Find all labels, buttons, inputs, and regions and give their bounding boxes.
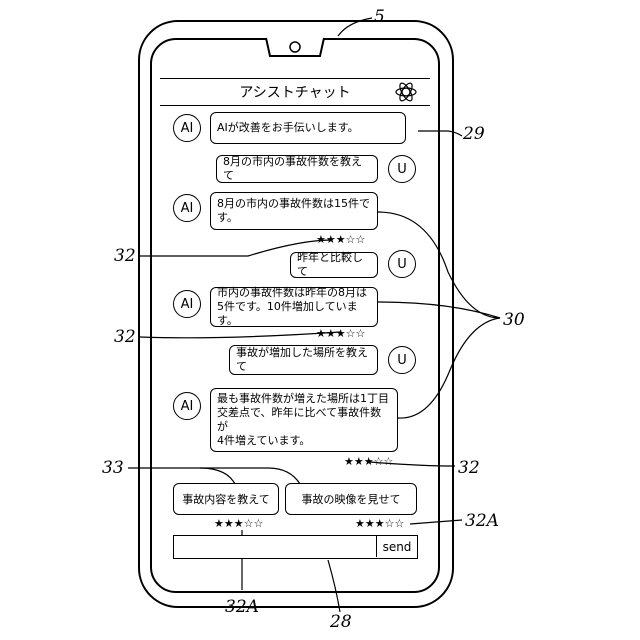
ai-avatar: AI [173,114,201,142]
ref-label-rating: 32 [114,327,136,347]
suggestion-rating-stars[interactable]: ★★★☆☆ [355,517,404,530]
ref-label-responses: 30 [503,310,525,330]
user-message: 昨年と比較して [290,252,378,278]
suggestion-label: 事故の映像を見せて [302,491,401,507]
user-message: 8月の市内の事故件数を教えて [216,155,378,183]
ref-label-device: 5 [374,7,385,27]
ref-label-rating: 32 [458,458,480,478]
notch [262,36,328,62]
message-text: 事故が増加した場所を教えて [236,346,371,374]
ref-label-rating: 32 [114,246,136,266]
message-input-field[interactable] [174,536,376,557]
message-line: 5件です。10件増加しています。 [217,300,371,328]
message-text: 8月の市内の事故件数は15件です。 [217,197,371,225]
ref-label-input-area: 28 [330,612,352,632]
suggestion-button[interactable]: 事故の映像を見せて [285,483,417,515]
ai-message: AIが改善をお手伝いします。 [210,112,406,144]
message-text: AIが改善をお手伝いします。 [217,121,359,135]
ai-avatar: AI [173,194,201,222]
send-button[interactable]: send [376,536,417,557]
ai-avatar: AI [173,392,201,420]
message-line: 市内の事故件数は昨年の8月は [217,286,367,300]
suggestion-button[interactable]: 事故内容を教えて [173,483,279,515]
message-text: 8月の市内の事故件数を教えて [223,155,371,183]
message-input[interactable]: send [173,535,418,559]
ai-message: 最も事故件数が増えた場所は1丁目 交差点で、昨年に比べて事故件数が 4件増えてい… [210,388,398,452]
message-text: 昨年と比較して [297,251,371,279]
rating-stars[interactable]: ★★★☆☆ [344,455,393,468]
ai-message: 市内の事故件数は昨年の8月は 5件です。10件増加しています。 [210,287,378,327]
ref-label-suggestion-rating: 32A [465,511,499,531]
ref-label-chat-area: 29 [463,124,485,144]
user-avatar: U [388,346,416,374]
rating-stars[interactable]: ★★★☆☆ [316,233,365,246]
suggestion-label: 事故内容を教えて [182,491,269,507]
camera-icon [290,42,300,52]
ref-label-suggestion-rating: 32A [225,597,259,617]
rating-stars[interactable]: ★★★☆☆ [316,327,365,340]
message-line: 最も事故件数が増えた場所は1丁目 [217,392,389,406]
message-line: 交差点で、昨年に比べて事故件数が [217,406,391,434]
user-avatar: U [388,155,416,183]
ref-label-suggestions: 33 [102,458,124,478]
ai-avatar: AI [173,290,201,318]
message-line: 4件増えています。 [217,434,310,448]
user-message: 事故が増加した場所を教えて [229,345,378,375]
gear-icon[interactable] [394,80,418,104]
user-avatar: U [388,250,416,278]
ai-message: 8月の市内の事故件数は15件です。 [210,192,378,230]
suggestion-rating-stars[interactable]: ★★★☆☆ [214,517,263,530]
page-title: アシストチャット [160,82,430,102]
